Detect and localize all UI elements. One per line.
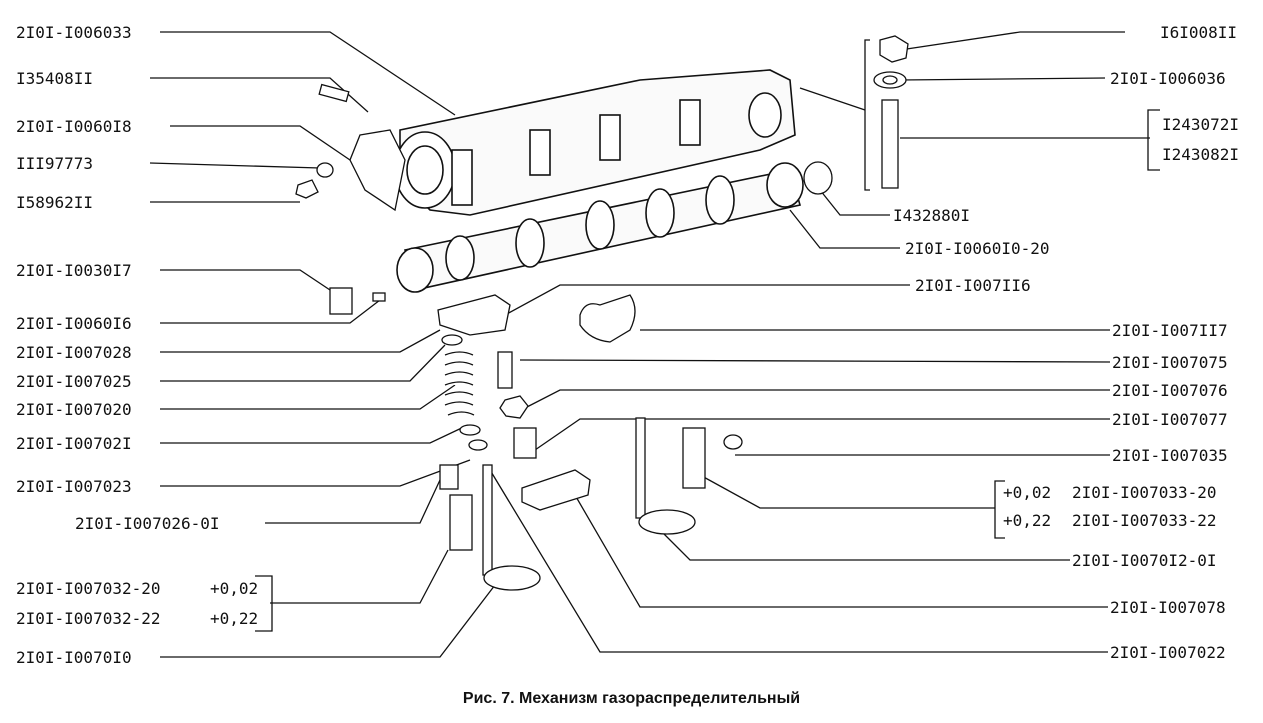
leader-l2 [150, 77, 369, 113]
label-r7: 2I0I-I007II7 [1112, 321, 1228, 340]
leader-l13 [265, 479, 441, 524]
adjusting-bolt [497, 351, 513, 389]
exhaust-valve [635, 417, 696, 535]
leader-l7 [160, 299, 381, 324]
label-r3a: I243072I [1162, 115, 1239, 134]
thrust-plate [349, 129, 406, 212]
leader-r4 [819, 189, 890, 216]
lock-nut [499, 395, 529, 419]
label-l11: 2I0I-I00702I [16, 434, 132, 453]
threaded-bushing [513, 427, 537, 459]
label-l13: 2I0I-I007026-0I [75, 514, 220, 533]
label-r12b-tol: +0,22 [1003, 511, 1051, 530]
label-l14a-tol: +0,02 [210, 579, 258, 598]
leader-r12 [699, 474, 995, 509]
bracket-right-12 [994, 480, 1005, 539]
pin [318, 83, 350, 103]
leader-l4 [149, 162, 321, 169]
label-l6: 2I0I-I0030I7 [16, 261, 132, 280]
label-r5: 2I0I-I0060I0-20 [905, 239, 1050, 258]
label-r15: 2I0I-I007022 [1110, 643, 1226, 662]
label-r4: I432880I [893, 206, 970, 225]
leader-l11 [160, 424, 469, 444]
leader-r5 [789, 209, 900, 249]
leader-r1 [899, 31, 1125, 51]
bracket-stud [864, 39, 870, 191]
leader-r6 [504, 284, 910, 316]
leader-l6 [160, 269, 331, 291]
label-l3: 2I0I-I0060I8 [16, 117, 132, 136]
leader-l12 [160, 459, 471, 487]
rocker-arm [437, 294, 511, 336]
camshaft [396, 162, 804, 293]
label-r3b: I243082I [1162, 145, 1239, 164]
label-l2: I35408II [16, 69, 93, 88]
leader-r2 [899, 77, 1106, 81]
bushing [329, 287, 353, 315]
leader-l1 [160, 31, 456, 116]
label-r9: 2I0I-I007076 [1112, 381, 1228, 400]
label-r2: 2I0I-I006036 [1110, 69, 1226, 88]
leader-r15 [489, 469, 1108, 653]
leader-r8 [519, 359, 1111, 363]
leader-r9 [524, 389, 1110, 409]
leader-l8 [160, 329, 441, 353]
plug [803, 161, 833, 195]
bracket-right-3 [1147, 109, 1160, 171]
label-r14: 2I0I-I007078 [1110, 598, 1226, 617]
dowel [372, 292, 386, 302]
label-l4: III97773 [16, 154, 93, 173]
label-l7: 2I0I-I0060I6 [16, 314, 132, 333]
label-l12: 2I0I-I007023 [16, 477, 132, 496]
leader-l3 [170, 125, 351, 161]
label-r12a-tol: +0,02 [1003, 483, 1051, 502]
label-l14a: 2I0I-I007032-20 [16, 579, 161, 598]
label-r13: 2I0I-I0070I2-0I [1072, 551, 1217, 570]
leader-l14 [270, 549, 449, 604]
leader-l15 [160, 584, 496, 658]
stud-assembly [873, 35, 909, 189]
label-r6: 2I0I-I007II6 [915, 276, 1031, 295]
valve-guide-right [682, 427, 706, 489]
valve-stem-seal-left [439, 464, 459, 490]
leader-r13 [659, 529, 1070, 561]
label-r11: 2I0I-I007035 [1112, 446, 1228, 465]
nut-small [295, 179, 319, 199]
leader-r10 [534, 418, 1110, 451]
label-r10: 2I0I-I007077 [1112, 410, 1228, 429]
spring-clip [579, 294, 636, 343]
label-l14b: 2I0I-I007032-22 [16, 609, 161, 628]
label-l1: 2I0I-I006033 [16, 23, 132, 42]
valve-plate [521, 469, 591, 511]
label-r1: I6I008II [1160, 23, 1237, 42]
label-l5: I58962II [16, 193, 93, 212]
bracket-left [255, 575, 273, 632]
label-r12a: 2I0I-I007033-20 [1072, 483, 1217, 502]
label-r8: 2I0I-I007075 [1112, 353, 1228, 372]
leader-cover-stud [799, 87, 866, 111]
valve-guide-left [449, 494, 473, 551]
figure-caption: Рис. 7. Механизм газораспределительный [462, 690, 801, 707]
leader-r14 [574, 494, 1108, 608]
label-l8: 2I0I-I007028 [16, 343, 132, 362]
label-l15: 2I0I-I0070I0 [16, 648, 132, 667]
intake-valve [482, 464, 541, 591]
leader-l10 [160, 384, 456, 410]
label-l10: 2I0I-I007020 [16, 400, 132, 419]
retaining-ring [723, 434, 743, 450]
washer-small [316, 162, 334, 178]
leader-l9 [160, 344, 446, 382]
label-r12b: 2I0I-I007033-22 [1072, 511, 1217, 530]
camshaft-housing [394, 69, 796, 216]
label-l9: 2I0I-I007025 [16, 372, 132, 391]
label-l14b-tol: +0,22 [210, 609, 258, 628]
valve-spring [441, 334, 488, 451]
